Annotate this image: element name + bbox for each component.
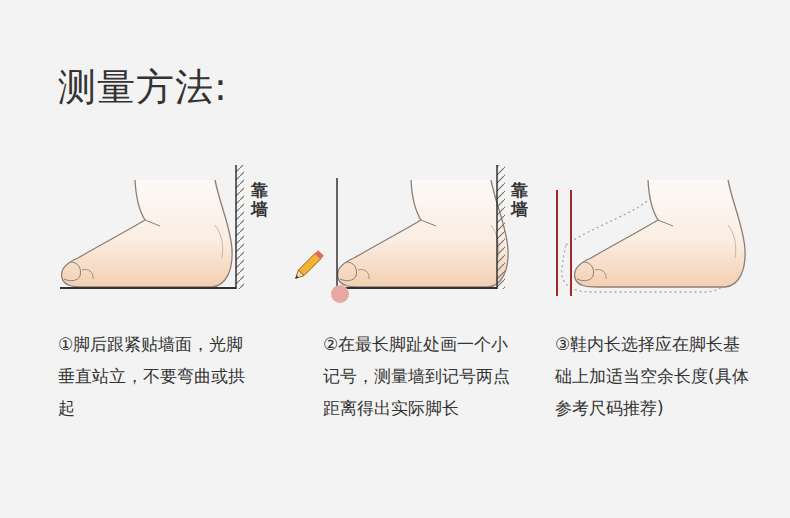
- floor-line: [60, 287, 236, 289]
- mark-line: [336, 178, 338, 288]
- wall-label: 靠墙: [511, 181, 528, 218]
- step-caption: ②在最长脚趾处画一个小记号，测量墙到记号两点距离得出实际脚长: [323, 328, 519, 424]
- foot: [338, 180, 508, 287]
- foot: [575, 180, 745, 287]
- floor-line: [337, 287, 497, 289]
- pencil-icon: [293, 250, 324, 281]
- step-caption: ①脚后跟紧贴墙面，光脚垂直站立，不要弯曲或拱起: [58, 328, 254, 424]
- wall-label: 靠墙: [251, 181, 268, 218]
- length-line: [556, 190, 558, 296]
- page-title: 测量方法:: [58, 62, 228, 113]
- wall: [497, 165, 505, 289]
- length-line: [570, 190, 572, 296]
- foot: [62, 180, 232, 287]
- step-caption: ③鞋内长选择应在脚长基础上加适当空余长度(具体参考尺码推荐): [555, 328, 751, 424]
- mark-dot: [331, 285, 349, 303]
- wall: [236, 165, 244, 289]
